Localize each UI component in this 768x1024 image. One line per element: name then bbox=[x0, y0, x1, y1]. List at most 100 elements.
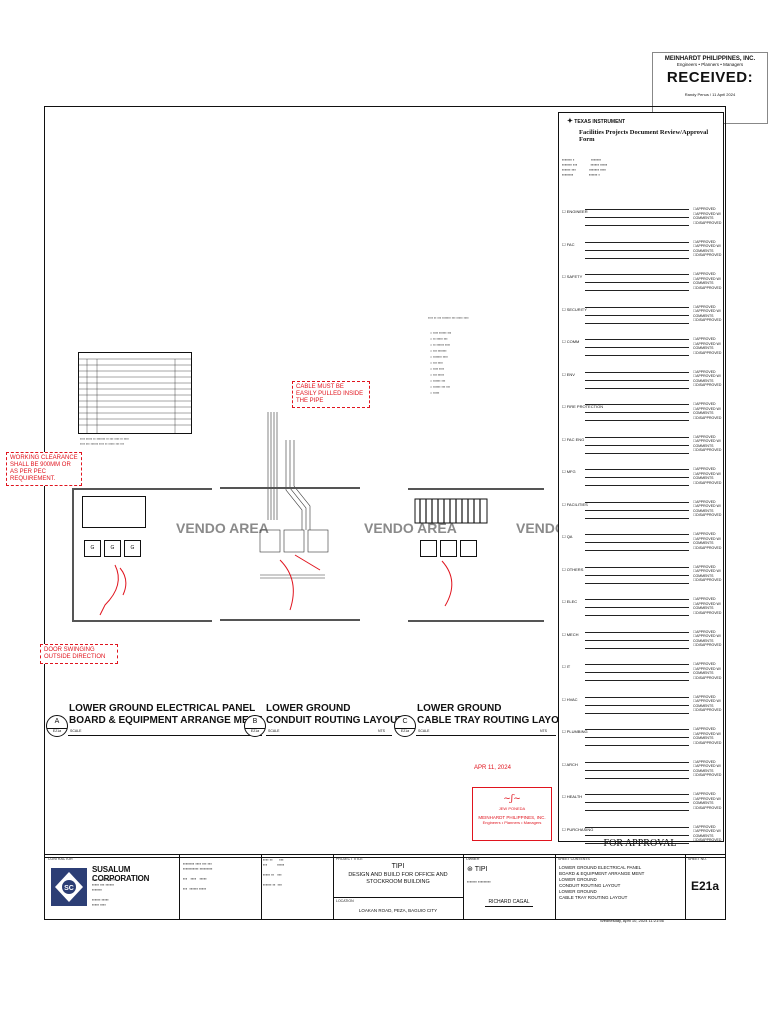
form-option-checkbox[interactable]: ☐DISAPPROVED bbox=[693, 253, 722, 257]
form-option-checkbox[interactable]: ☐DISAPPROVED bbox=[693, 708, 722, 712]
form-comment-line[interactable] bbox=[585, 274, 689, 275]
form-comment-line[interactable] bbox=[585, 420, 689, 421]
form-approval-options[interactable]: ☐APPROVED☐APPROVED W/ COMMENTS☐DISAPPROV… bbox=[693, 370, 723, 388]
form-comment-line[interactable] bbox=[585, 436, 689, 438]
form-comment-line[interactable] bbox=[585, 647, 689, 649]
form-comment-line[interactable] bbox=[585, 217, 689, 218]
form-option-checkbox[interactable]: ☐DISAPPROVED bbox=[693, 513, 722, 517]
form-option-checkbox[interactable]: ☐DISAPPROVED bbox=[693, 350, 722, 355]
form-option-checkbox[interactable]: ☐APPROVED W/ COMMENTS bbox=[693, 731, 721, 741]
form-comment-line[interactable] bbox=[585, 509, 689, 511]
form-comment-line[interactable] bbox=[585, 566, 689, 568]
form-option-checkbox[interactable]: ☐APPROVED W/ COMMENTS bbox=[693, 341, 721, 351]
form-option-checkbox[interactable]: ☐APPROVED bbox=[693, 337, 716, 341]
form-comment-line[interactable] bbox=[585, 339, 689, 340]
form-option-checkbox[interactable]: ☐APPROVED bbox=[693, 499, 716, 504]
form-option-checkbox[interactable]: ☐APPROVED bbox=[693, 304, 716, 309]
form-option-checkbox[interactable]: ☐APPROVED bbox=[693, 564, 716, 569]
form-comment-line[interactable] bbox=[585, 761, 689, 763]
form-option-checkbox[interactable]: ☐APPROVED bbox=[693, 207, 716, 211]
form-comment-line[interactable] bbox=[585, 745, 689, 746]
form-option-checkbox[interactable]: ☐APPROVED bbox=[693, 597, 716, 601]
form-option-checkbox[interactable]: ☐DISAPPROVED bbox=[693, 285, 722, 290]
form-comment-line[interactable] bbox=[585, 282, 689, 283]
form-option-checkbox[interactable]: ☐DISAPPROVED bbox=[693, 545, 722, 550]
form-option-checkbox[interactable]: ☐APPROVED bbox=[693, 467, 716, 471]
form-option-checkbox[interactable]: ☐DISAPPROVED bbox=[693, 838, 722, 842]
form-comment-line[interactable] bbox=[585, 672, 689, 673]
form-comment-line[interactable] bbox=[585, 314, 689, 316]
form-option-checkbox[interactable]: ☐APPROVED W/ COMMENTS bbox=[693, 764, 721, 773]
form-option-checkbox[interactable]: ☐APPROVED bbox=[693, 824, 716, 829]
form-approval-options[interactable]: ☐APPROVED☐APPROVED W/ COMMENTS☐DISAPPROV… bbox=[693, 467, 723, 485]
form-option-checkbox[interactable]: ☐DISAPPROVED bbox=[693, 675, 722, 680]
form-option-checkbox[interactable]: ☐APPROVED W/ COMMENTS bbox=[693, 471, 721, 481]
form-approval-options[interactable]: ☐APPROVED☐APPROVED W/ COMMENTS☐DISAPPROV… bbox=[693, 337, 723, 355]
form-option-checkbox[interactable]: ☐APPROVED W/ COMMENTS bbox=[693, 276, 721, 286]
form-approval-options[interactable]: ☐APPROVED☐APPROVED W/ COMMENTS☐DISAPPROV… bbox=[693, 695, 723, 713]
form-option-checkbox[interactable]: ☐APPROVED W/ COMMENTS bbox=[693, 244, 721, 253]
form-comment-line[interactable] bbox=[585, 485, 689, 486]
form-comment-line[interactable] bbox=[585, 209, 689, 210]
form-comment-line[interactable] bbox=[585, 574, 689, 576]
form-comment-line[interactable] bbox=[585, 664, 689, 665]
form-comment-line[interactable] bbox=[585, 387, 689, 389]
form-comment-line[interactable] bbox=[585, 842, 689, 844]
form-approval-options[interactable]: ☐APPROVED☐APPROVED W/ COMMENTS☐DISAPPROV… bbox=[693, 825, 723, 843]
form-option-checkbox[interactable]: ☐DISAPPROVED bbox=[693, 643, 722, 647]
form-option-checkbox[interactable]: ☐APPROVED bbox=[693, 402, 716, 406]
form-comment-line[interactable] bbox=[585, 696, 689, 698]
form-approval-options[interactable]: ☐APPROVED☐APPROVED W/ COMMENTS☐DISAPPROV… bbox=[693, 207, 723, 225]
form-option-checkbox[interactable]: ☐APPROVED bbox=[693, 694, 716, 699]
form-option-checkbox[interactable]: ☐APPROVED W/ COMMENTS bbox=[693, 699, 721, 708]
form-comment-line[interactable] bbox=[585, 404, 689, 405]
form-approval-options[interactable]: ☐APPROVED☐APPROVED W/ COMMENTS☐DISAPPROV… bbox=[693, 792, 723, 810]
form-option-checkbox[interactable]: ☐APPROVED W/ COMMENTS bbox=[693, 796, 721, 806]
form-option-checkbox[interactable]: ☐DISAPPROVED bbox=[693, 318, 722, 322]
form-comment-line[interactable] bbox=[585, 777, 689, 779]
form-comment-line[interactable] bbox=[585, 802, 689, 803]
form-approval-options[interactable]: ☐APPROVED☐APPROVED W/ COMMENTS☐DISAPPROV… bbox=[693, 305, 723, 323]
form-comment-line[interactable] bbox=[585, 737, 689, 738]
form-option-checkbox[interactable]: ☐APPROVED W/ COMMENTS bbox=[693, 504, 721, 513]
form-comment-line[interactable] bbox=[585, 729, 689, 730]
form-comment-line[interactable] bbox=[585, 639, 689, 641]
form-comment-line[interactable] bbox=[585, 477, 689, 478]
form-option-checkbox[interactable]: ☐APPROVED W/ COMMENTS bbox=[693, 406, 721, 416]
form-comment-line[interactable] bbox=[585, 607, 689, 608]
form-comment-line[interactable] bbox=[585, 542, 689, 543]
form-approval-options[interactable]: ☐APPROVED☐APPROVED W/ COMMENTS☐DISAPPROV… bbox=[693, 760, 723, 778]
form-comment-line[interactable] bbox=[585, 241, 689, 243]
form-option-checkbox[interactable]: ☐APPROVED bbox=[693, 792, 716, 796]
form-comment-line[interactable] bbox=[585, 355, 689, 356]
form-comment-line[interactable] bbox=[585, 347, 689, 348]
form-comment-line[interactable] bbox=[585, 412, 689, 413]
form-comment-line[interactable] bbox=[585, 322, 689, 324]
form-comment-line[interactable] bbox=[585, 704, 689, 706]
form-approval-options[interactable]: ☐APPROVED☐APPROVED W/ COMMENTS☐DISAPPROV… bbox=[693, 662, 723, 680]
form-option-checkbox[interactable]: ☐DISAPPROVED bbox=[693, 610, 722, 615]
form-comment-line[interactable] bbox=[585, 371, 689, 373]
form-approval-options[interactable]: ☐APPROVED☐APPROVED W/ COMMENTS☐DISAPPROV… bbox=[693, 500, 723, 518]
form-comment-line[interactable] bbox=[585, 599, 689, 600]
form-comment-line[interactable] bbox=[585, 225, 689, 226]
form-comment-line[interactable] bbox=[585, 290, 689, 291]
form-option-checkbox[interactable]: ☐APPROVED bbox=[693, 759, 716, 764]
form-option-checkbox[interactable]: ☐APPROVED bbox=[693, 239, 716, 244]
form-option-checkbox[interactable]: ☐DISAPPROVED bbox=[693, 805, 722, 810]
form-option-checkbox[interactable]: ☐DISAPPROVED bbox=[693, 448, 722, 452]
form-option-checkbox[interactable]: ☐APPROVED W/ COMMENTS bbox=[693, 634, 721, 643]
form-comment-line[interactable] bbox=[585, 534, 689, 535]
form-comment-line[interactable] bbox=[585, 379, 689, 381]
form-approval-options[interactable]: ☐APPROVED☐APPROVED W/ COMMENTS☐DISAPPROV… bbox=[693, 435, 723, 453]
form-comment-line[interactable] bbox=[585, 501, 689, 503]
form-option-checkbox[interactable]: ☐APPROVED W/ COMMENTS bbox=[693, 569, 721, 578]
form-option-checkbox[interactable]: ☐DISAPPROVED bbox=[693, 383, 722, 387]
form-approval-options[interactable]: ☐APPROVED☐APPROVED W/ COMMENTS☐DISAPPROV… bbox=[693, 727, 723, 745]
form-option-checkbox[interactable]: ☐APPROVED bbox=[693, 662, 716, 666]
form-option-checkbox[interactable]: ☐APPROVED bbox=[693, 369, 716, 374]
form-approval-options[interactable]: ☐APPROVED☐APPROVED W/ COMMENTS☐DISAPPROV… bbox=[693, 240, 723, 258]
form-option-checkbox[interactable]: ☐APPROVED W/ COMMENTS bbox=[693, 309, 721, 318]
form-option-checkbox[interactable]: ☐DISAPPROVED bbox=[693, 480, 722, 485]
form-comment-line[interactable] bbox=[585, 306, 689, 308]
